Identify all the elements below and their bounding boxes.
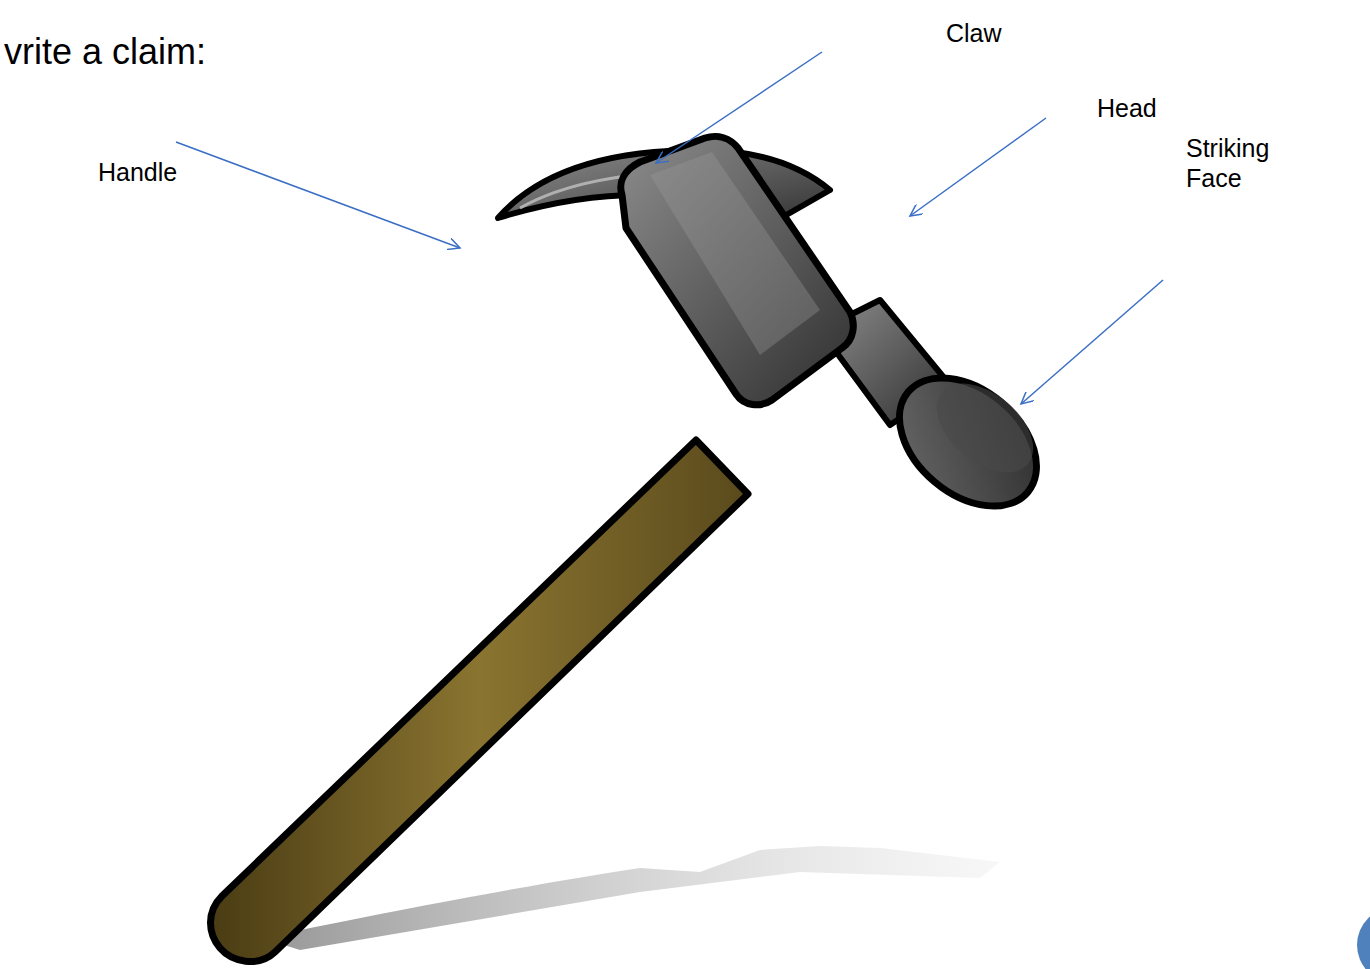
part-label: Striking Face: [1186, 133, 1296, 193]
part-label: Head: [1097, 93, 1157, 123]
head-highlight: [650, 152, 820, 355]
slide-badge: [1357, 907, 1370, 969]
hammer-head: [621, 136, 853, 404]
leader-line: [910, 118, 1046, 216]
leader-line: [176, 142, 460, 248]
part-label: Claw: [946, 18, 1002, 48]
leader-line: [656, 52, 822, 163]
striking-face: [875, 352, 1061, 532]
face-rim: [920, 366, 1050, 490]
leader-line: [1021, 280, 1163, 404]
part-label: Handle: [98, 157, 177, 187]
hammer-handle: [211, 440, 749, 962]
heading-text: vrite a claim:: [4, 30, 206, 73]
